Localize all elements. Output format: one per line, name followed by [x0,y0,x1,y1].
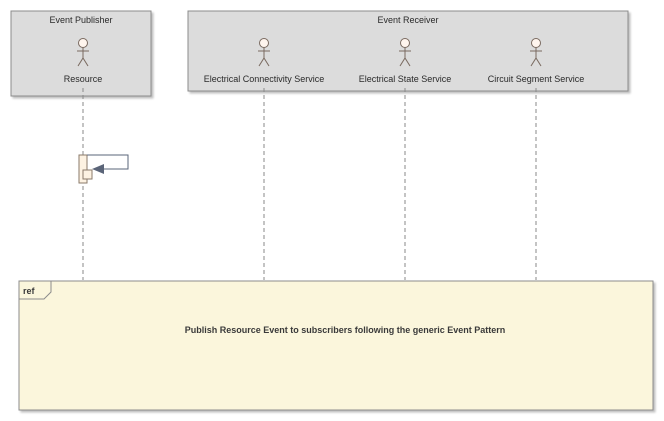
activation-bar-resource[interactable] [78,154,93,184]
group-title-publisher: Event Publisher [49,15,112,25]
stick-figure-icon [530,38,542,67]
fragment-operator: ref [23,286,36,296]
actor-resource[interactable]: Resource [64,38,103,85]
actor-circuit-segment-service[interactable]: Circuit Segment Service [488,38,585,85]
actor-electrical-connectivity-service[interactable]: Electrical Connectivity Service [204,38,325,85]
lifeline-label-circuit-segment-service: Circuit Segment Service [488,74,585,84]
actor-electrical-state-service[interactable]: Electrical State Service [359,38,452,85]
fragment-text: Publish Resource Event to subscribers fo… [185,325,506,335]
lifeline-label-electrical-state-service: Electrical State Service [359,74,452,84]
self-message-arrow-icon[interactable] [87,154,129,174]
stick-figure-icon [77,38,89,67]
ref-fragment[interactable]: ref Publish Resource Event to subscriber… [18,280,654,411]
group-event-publisher[interactable]: Event Publisher [10,10,152,97]
stick-figure-icon [258,38,270,67]
nested-activation [82,169,93,180]
group-title-receiver: Event Receiver [377,15,438,25]
fragment-operator-tab [18,280,52,300]
lifeline-label-electrical-connectivity-service: Electrical Connectivity Service [204,74,325,84]
lifeline-label-resource: Resource [64,74,103,84]
stick-figure-icon [399,38,411,67]
